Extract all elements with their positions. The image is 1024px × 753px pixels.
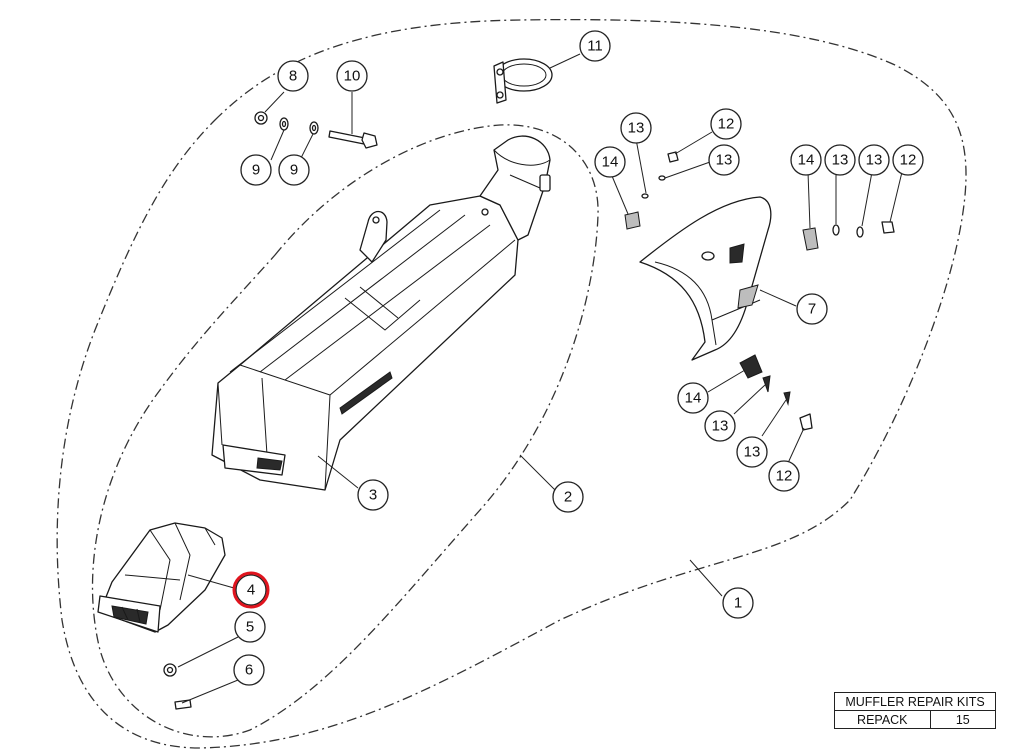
svg-text:1: 1 bbox=[734, 595, 742, 612]
nut bbox=[163, 663, 177, 677]
svg-text:14: 14 bbox=[798, 152, 815, 169]
callout-1: 1 bbox=[722, 587, 754, 619]
nut-8 bbox=[254, 111, 268, 125]
svg-text:13: 13 bbox=[832, 152, 849, 169]
svg-text:11: 11 bbox=[587, 38, 603, 55]
svg-text:10: 10 bbox=[344, 68, 361, 85]
callout-7: 7 bbox=[796, 293, 828, 325]
kit-2-boundary bbox=[91, 124, 599, 738]
svg-text:7: 7 bbox=[808, 301, 816, 318]
svg-text:13: 13 bbox=[744, 444, 761, 461]
callout-13e: 13 bbox=[704, 410, 736, 442]
svg-text:13: 13 bbox=[866, 152, 883, 169]
callout-4: 4 bbox=[232, 571, 270, 609]
callout-14c: 14 bbox=[677, 382, 709, 414]
kit-qty-cell: 15 bbox=[929, 710, 997, 729]
svg-text:13: 13 bbox=[716, 152, 733, 169]
kit-1-boundary bbox=[56, 18, 967, 749]
callout-13d: 13 bbox=[858, 144, 890, 176]
callout-11: 11 bbox=[579, 30, 611, 62]
callout-13a: 13 bbox=[620, 112, 652, 144]
leader-lines bbox=[177, 53, 903, 704]
callout-12c: 12 bbox=[768, 460, 800, 492]
svg-text:8: 8 bbox=[289, 68, 297, 85]
callout-2: 2 bbox=[552, 481, 584, 513]
callout-4-highlight-ring bbox=[232, 571, 270, 609]
rivet bbox=[174, 699, 192, 710]
kit-table-header-row: MUFFLER REPAIR KITS bbox=[834, 692, 996, 711]
muffler-body bbox=[211, 135, 551, 491]
clamp-11 bbox=[493, 58, 553, 104]
callout-5: 5 bbox=[234, 611, 266, 643]
fastener-group-right bbox=[802, 221, 895, 251]
kit-name-cell: REPACK bbox=[834, 710, 931, 729]
svg-text:12: 12 bbox=[900, 152, 917, 169]
callout-3: 3 bbox=[357, 479, 389, 511]
svg-text:3: 3 bbox=[369, 487, 377, 504]
end-cap bbox=[97, 522, 226, 633]
fastener-group-upper bbox=[624, 151, 679, 230]
svg-text:12: 12 bbox=[776, 468, 793, 485]
svg-text:6: 6 bbox=[245, 662, 253, 679]
kit-table-row: REPACK 15 bbox=[834, 710, 997, 729]
callout-13c: 13 bbox=[824, 144, 856, 176]
callout-8: 8 bbox=[277, 60, 309, 92]
callout-12a: 12 bbox=[710, 108, 742, 140]
svg-text:9: 9 bbox=[252, 162, 260, 179]
svg-text:4: 4 bbox=[247, 582, 255, 599]
callout-12b: 12 bbox=[892, 144, 924, 176]
svg-text:13: 13 bbox=[628, 120, 645, 137]
callout-14b: 14 bbox=[790, 144, 822, 176]
kit-table-title: MUFFLER REPAIR KITS bbox=[834, 692, 996, 711]
callout-13b: 13 bbox=[708, 144, 740, 176]
callout-10: 10 bbox=[336, 60, 368, 92]
washers-9 bbox=[279, 117, 319, 135]
heat-shield bbox=[639, 196, 772, 361]
svg-text:9: 9 bbox=[290, 162, 298, 179]
repair-kit-table: MUFFLER REPAIR KITS REPACK 15 bbox=[834, 692, 997, 729]
fastener-group-lower bbox=[739, 354, 813, 431]
callout-9b: 9 bbox=[278, 154, 310, 186]
svg-text:12: 12 bbox=[718, 116, 735, 133]
svg-text:14: 14 bbox=[602, 154, 619, 171]
svg-text:5: 5 bbox=[246, 619, 254, 636]
callout-13f: 13 bbox=[736, 436, 768, 468]
callout-9a: 9 bbox=[240, 154, 272, 186]
callout-6: 6 bbox=[233, 654, 265, 686]
bolt-10 bbox=[328, 130, 378, 149]
callout-14a: 14 bbox=[594, 146, 626, 178]
svg-text:13: 13 bbox=[712, 418, 729, 435]
svg-text:2: 2 bbox=[564, 489, 572, 506]
svg-text:14: 14 bbox=[685, 390, 702, 407]
